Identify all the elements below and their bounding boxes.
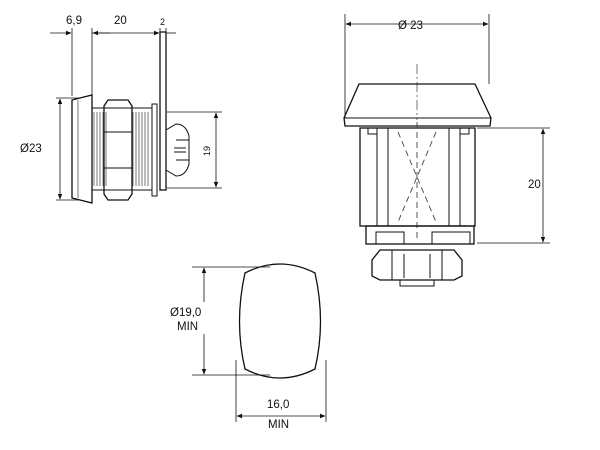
dim-label-20-front: 20 <box>528 179 541 191</box>
panel-cutout-shape <box>238 263 322 379</box>
thread-lines <box>93 112 149 186</box>
side-view: 6,9 20 2 Ø23 <box>20 15 222 204</box>
lock-front-flange <box>71 94 93 204</box>
lock-threaded-body <box>91 107 153 191</box>
front-view: Ø 23 20 <box>343 14 550 287</box>
lock-washer <box>151 103 158 197</box>
lock-shaft-end <box>399 279 435 287</box>
lock-screw-head <box>165 123 190 177</box>
hidden-lines <box>397 122 437 240</box>
dim-label-20-top: 20 <box>114 15 127 27</box>
lock-bottom-nut <box>371 249 463 281</box>
lock-hex-nut <box>103 99 133 201</box>
dim-label-diameter-front: Ø 23 <box>398 20 423 32</box>
lock-cam-plate <box>159 31 167 191</box>
lock-head <box>343 83 492 127</box>
cutout-view: Ø19,0 MIN 16,0 MIN <box>166 263 327 431</box>
dim-label-2: 2 <box>160 17 165 27</box>
dim-label-19-cutout-min: MIN <box>177 321 198 333</box>
dim-label-19: 19 <box>202 146 212 156</box>
dim-label-diameter-side: Ø23 <box>20 143 42 155</box>
dim-label-6-9: 6,9 <box>66 15 82 27</box>
lock-lower-flange <box>365 225 475 245</box>
dim-label-16-cutout-min: MIN <box>268 419 289 431</box>
dim-label-16-cutout: 16,0 <box>267 399 289 411</box>
dim-label-19-cutout: Ø19,0 <box>170 307 201 319</box>
